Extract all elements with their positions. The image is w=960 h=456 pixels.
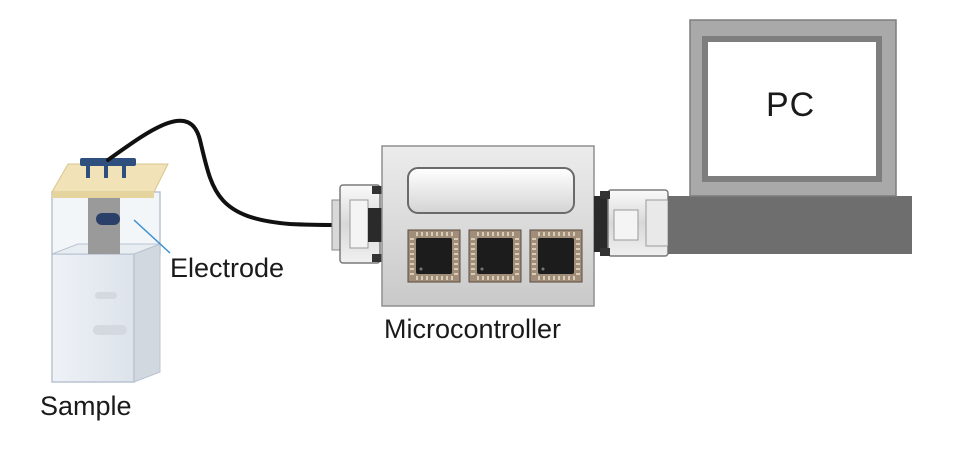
chip-3 [529,229,583,283]
left-serial-connector [331,184,386,264]
microcontroller-display [407,167,575,214]
chip-2 [468,229,522,283]
sensor-cable [106,118,340,227]
electrode-label: Electrode [170,253,285,283]
chip-1 [407,229,461,283]
cell-tank-side [133,243,161,383]
right-serial-connector [594,189,669,257]
sample-label: Sample [40,391,132,421]
microcontroller [381,145,595,307]
pc-base [668,196,912,254]
cell-lid [51,163,169,193]
sample-cell [51,158,169,383]
pc-label: PC [766,86,816,124]
microcontroller-label: Microcontroller [384,314,562,344]
electrode-pad [96,213,120,225]
cell-tank [51,253,135,383]
electrode-pointer [133,219,171,254]
pc-monitor-screen [708,42,876,176]
pc [668,19,912,254]
